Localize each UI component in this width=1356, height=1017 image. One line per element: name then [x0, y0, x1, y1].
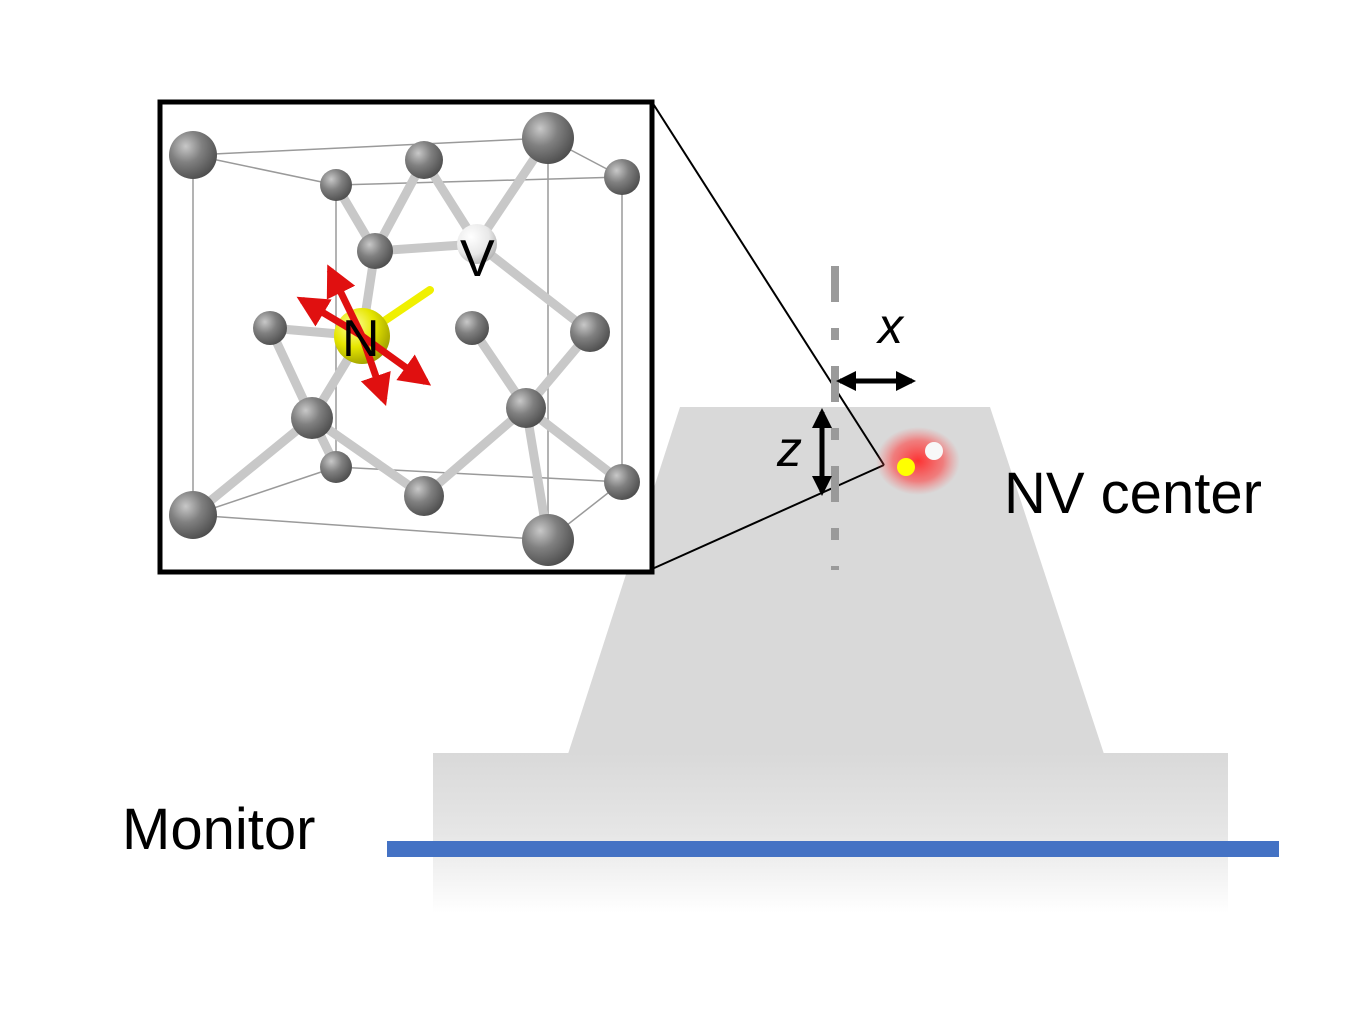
- x-label: x: [876, 298, 905, 354]
- vacancy-atom: [457, 224, 497, 264]
- carbon-atoms: [169, 112, 640, 566]
- zoom-line-bottom: [651, 464, 885, 570]
- monitor-line: [387, 841, 1279, 857]
- diamond-pillar: [568, 407, 1104, 754]
- nv-center-label: NV center: [1004, 461, 1262, 526]
- nitrogen-dot: [897, 458, 915, 476]
- monitor-label: Monitor: [122, 797, 315, 862]
- vacancy-dot: [925, 442, 943, 460]
- nitrogen-label: N: [342, 310, 380, 368]
- vacancy-label: V: [460, 230, 495, 288]
- diamond-base: [433, 753, 1228, 913]
- zoom-line-top: [651, 101, 885, 466]
- diamond-lattice-inset: N V: [157, 99, 655, 575]
- nv-center-marker: [876, 427, 960, 495]
- z-label: z: [776, 421, 802, 477]
- red-vibration-arrows: [296, 264, 432, 406]
- inset-border: [157, 99, 655, 575]
